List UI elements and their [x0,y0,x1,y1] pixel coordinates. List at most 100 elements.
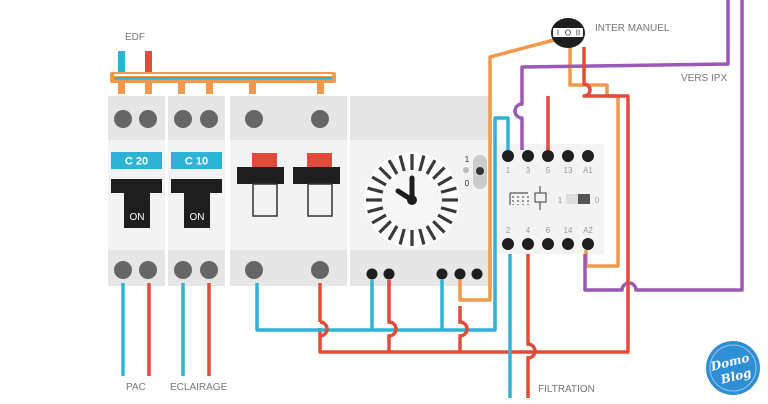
breaker-lever-bar[interactable] [171,179,222,193]
contactor-terminal-screw [502,238,514,250]
pushbutton-body[interactable] [293,167,340,184]
terminal-screw [245,261,263,279]
pushbutton-cap[interactable] [307,153,332,167]
breaker-state: ON [190,212,205,223]
timer-segment[interactable] [440,206,457,214]
timer-segment[interactable] [437,175,453,187]
contactor-terminal-screw [502,150,514,162]
terminal-screw [200,110,218,128]
terminal-screw [114,110,132,128]
timer-switch-label-1: 1 [465,155,470,164]
manual-switch[interactable]: I O II [551,18,585,48]
timer-segment[interactable] [418,155,426,172]
timer-segment[interactable] [367,206,384,214]
terminal-screw [174,110,192,128]
timer-segment[interactable] [398,228,406,245]
wire-red-top [318,47,630,354]
contactor-terminal-screw [562,238,574,250]
pushbuttons [237,110,340,279]
breaker-lever[interactable] [124,193,150,228]
timer-segment[interactable] [437,213,453,225]
contactor-toggle-on-label: 1 [558,196,563,205]
wire-orange [458,38,555,302]
switch-mark-mid: O [565,29,571,38]
contactor-terminal-number: A1 [583,166,593,175]
timer-segment[interactable] [387,159,399,175]
terminal-screw [454,268,466,280]
pushbutton-plunger [307,183,333,217]
pac-label: PAC [126,382,146,393]
breaker-lever[interactable] [184,193,210,228]
terminal-screw [139,261,157,279]
wire-purple-return [583,0,744,292]
timer-segment[interactable] [387,225,399,241]
breaker-c20: C 20 ON [111,110,162,279]
timer-segment[interactable] [367,186,384,194]
contactor-terminal-screw [542,150,554,162]
terminal-screw [311,110,329,128]
eclairage-label: ECLAIRAGE [170,382,228,393]
terminal-screw [245,110,263,128]
timer-segment[interactable] [432,166,446,180]
coil-symbol [509,186,547,210]
domoblog-logo[interactable]: Domo Blog [706,341,760,395]
contactor-terminal-number: 6 [546,226,551,235]
clock-hub [407,195,417,205]
switch-mark-right: II [576,29,580,38]
contactor-terminal-screw [582,150,594,162]
timer-switch-dot [463,167,469,173]
contactor-toggle-knob[interactable] [578,194,590,204]
contactor-toggle-off-label: 0 [595,196,600,205]
contactor-terminal-number: 3 [526,166,531,175]
timer-segment[interactable] [371,175,387,187]
timer-segment[interactable] [371,213,387,225]
contactor-terminal-number: 1 [506,166,511,175]
filtration-label: FILTRATION [538,384,595,395]
breaker-state: ON [130,212,145,223]
contactor-terminal-screw [522,150,534,162]
wire-red-timer [318,280,469,352]
wire-blue-contactor [255,116,510,332]
wire-filtration-red [526,254,537,398]
breaker-lever-bar[interactable] [111,179,162,193]
pushbutton-cap[interactable] [252,153,277,167]
pushbutton-plunger [252,183,278,217]
timer-segments [366,154,458,246]
terminal-screw [114,261,132,279]
timer-segment[interactable] [378,166,392,180]
terminal-screw [139,110,157,128]
breaker-rating: C 20 [125,156,148,168]
timer-segment[interactable] [378,220,392,234]
terminal-screw [311,261,329,279]
timer-segment[interactable] [432,220,446,234]
timer-segment[interactable] [440,186,457,194]
wire-purple [513,0,730,150]
inter-manuel-label: INTER MANUEL [595,23,670,34]
contactor-terminal-number: 14 [564,226,573,235]
contactor-terminal-screw [582,238,594,250]
comb-busbar [110,51,336,94]
breaker-c10: C 10 ON [171,110,222,279]
terminal-screw [174,261,192,279]
contactor-terminal-screw [562,150,574,162]
terminal-screw [383,268,395,280]
switch-mark-left: I [557,29,559,38]
timer-segment[interactable] [425,159,437,175]
timer-mode-switch-knob[interactable] [476,167,484,175]
contactor-terminal-number: 13 [564,166,573,175]
pushbutton-body[interactable] [237,167,284,184]
breaker-rating-badge [111,152,162,169]
timer: 1 0 [364,152,487,280]
terminal-screw [436,268,448,280]
timer-segment[interactable] [425,225,437,241]
timer-segment[interactable] [418,228,426,245]
terminal-screw [366,268,378,280]
timer-segment[interactable] [398,155,406,172]
contactor-terminal-screw [522,238,534,250]
breaker-rating: C 10 [185,156,208,168]
contactor-terminal-number: A2 [583,226,593,235]
terminal-screw [471,268,483,280]
